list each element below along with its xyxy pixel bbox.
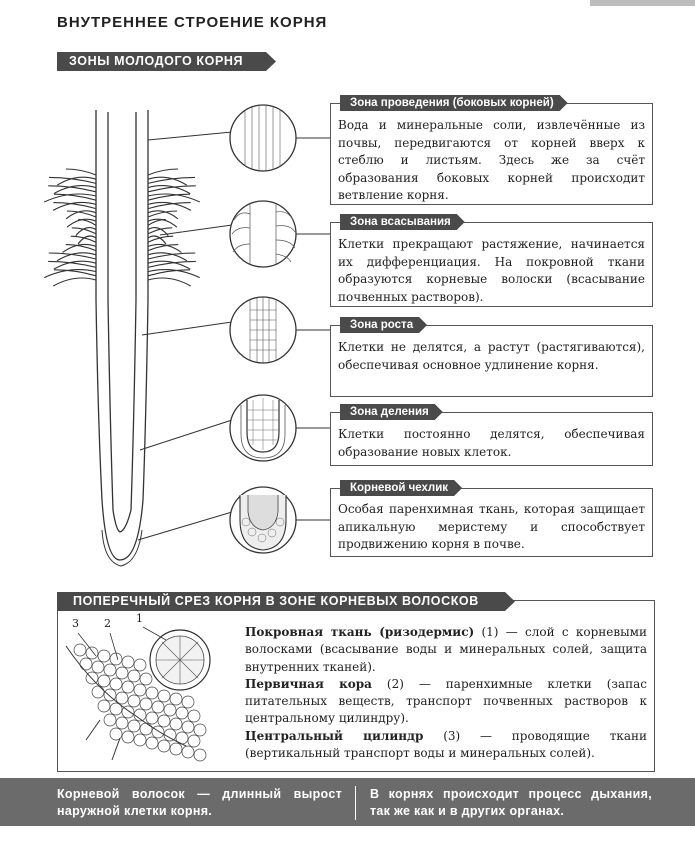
zone-text-division: Клетки постоянно делятся, обеспечивая об… — [338, 426, 645, 461]
item-central-cylinder: Центральный цилиндр (3) — проводящие тка… — [245, 728, 647, 763]
callout-1: 1 — [136, 612, 143, 625]
bottom-divider — [355, 786, 356, 820]
zoom-circle-root-cap — [230, 487, 330, 553]
zoom-circle-growth — [230, 297, 330, 363]
callout-3: 3 — [72, 617, 79, 630]
zoom-circle-division — [230, 395, 330, 461]
leader-line-3 — [142, 322, 232, 335]
item-rhizodermis: Покровная ткань (ризодермис) (1) — слой … — [245, 624, 647, 676]
zone-label-root-cap: Корневой чехлик — [340, 480, 462, 496]
zoom-circle-absorption — [230, 201, 330, 267]
fact-respiration: В корнях происходит процесс дыхания, так… — [370, 786, 652, 819]
zone-text-absorption: Клетки прекращают растяжение, начинается… — [338, 236, 645, 306]
leader-line-4 — [140, 420, 232, 450]
leader-line-2 — [160, 225, 232, 235]
root-inner-right — [120, 112, 136, 532]
fact-root-hair: Корневой волосок — длинный вырост наружн… — [57, 786, 342, 819]
cross-section-description: Покровная ткань (ризодермис) (1) — слой … — [245, 624, 647, 762]
zone-text-root-cap: Особая паренхимная ткань, которая защища… — [338, 501, 645, 554]
callout-2: 2 — [104, 617, 111, 630]
root-inner-left — [108, 112, 120, 532]
term-rhizodermis: Покровная ткань (ризодермис) — [245, 625, 474, 639]
zone-label-growth: Зона роста — [340, 317, 427, 333]
zone-label-division: Зона деления — [340, 404, 443, 420]
leader-line-1 — [148, 132, 232, 140]
zone-text-conduction: Вода и минеральные соли, извлечённые из … — [338, 117, 645, 205]
zoom-circle-conduction — [230, 105, 330, 171]
zone-label-conduction: Зона проведения (боковых корней) — [340, 95, 568, 111]
root-hairs-left — [44, 169, 96, 286]
leader-line-5 — [138, 512, 232, 540]
zone-label-absorption: Зона всасывания — [340, 214, 465, 230]
root-hairs-right — [148, 169, 200, 286]
term-central-cylinder: Центральный цилиндр — [245, 729, 423, 743]
zone-text-growth: Клетки не делятся, а растут (растягивают… — [338, 339, 645, 374]
item-primary-cortex: Первичная кора (2) — паренхимные клетки … — [245, 676, 647, 728]
section-heading-cross-section: ПОПЕРЕЧНЫЙ СРЕЗ КОРНЯ В ЗОНЕ КОРНЕВЫХ ВО… — [57, 592, 515, 611]
term-primary-cortex: Первичная кора — [245, 677, 372, 691]
root-cap — [102, 530, 142, 566]
